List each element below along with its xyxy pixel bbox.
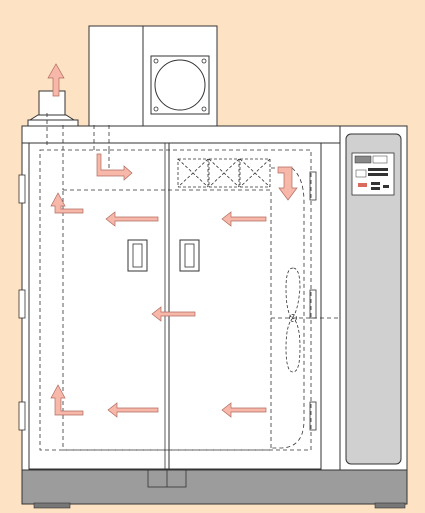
cabinet-body: [21, 125, 408, 471]
door-handle: [179, 239, 200, 272]
airflow-arrow-icon: [221, 211, 267, 227]
air-ducts: [39, 113, 340, 451]
filter-icon: [239, 158, 271, 188]
control-panel: [345, 133, 402, 465]
control-panel-icon: [351, 152, 395, 196]
cabinet-doors: [18, 142, 322, 470]
right-door: [168, 142, 322, 470]
filter-icon: [208, 158, 240, 188]
base-foot: [374, 502, 406, 509]
exhaust-arrow-icon: [47, 63, 65, 97]
airflow-arrow-icon: [221, 402, 267, 418]
propeller-icon: [285, 267, 301, 373]
airflow-arrow-icon: [105, 211, 159, 227]
base-foot: [33, 502, 71, 509]
cabinet-base: [21, 467, 408, 509]
filter-bank: [177, 158, 271, 188]
door-hinges: [18, 171, 317, 431]
fan-icon: [150, 55, 210, 115]
airflow-arrow-icon: [107, 402, 159, 418]
airflow-arrow-icon: [50, 384, 84, 416]
airflow-arrows: [50, 153, 298, 418]
door-handle: [127, 239, 148, 272]
airflow-arrow-icon: [277, 166, 298, 201]
filter-icon: [177, 158, 209, 188]
airflow-arrow-icon: [50, 192, 84, 214]
blower-housing: [88, 25, 218, 129]
airflow-arrow-icon: [151, 306, 196, 322]
airflow-arrow-icon: [96, 153, 133, 181]
